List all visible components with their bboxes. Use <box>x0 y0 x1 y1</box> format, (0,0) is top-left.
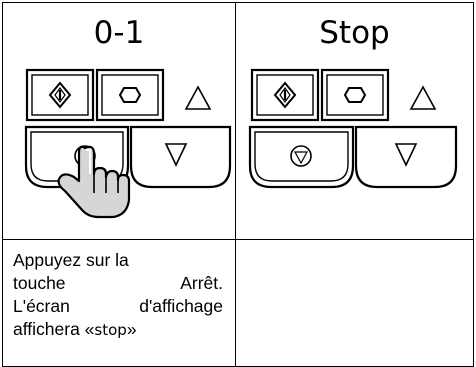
description-line: L'écran d'affichage <box>13 296 223 316</box>
description-line-suffix: » <box>126 319 137 339</box>
oval-key-button[interactable] <box>95 68 165 122</box>
keypad-diagram <box>24 68 232 219</box>
hexagon-icon <box>343 87 367 103</box>
up-arrow-icon <box>184 85 212 110</box>
empty-cell <box>235 239 474 367</box>
description-cell: Appuyez sur la touche Arrêt. L'écran d'a… <box>2 239 236 367</box>
down-key-button[interactable] <box>354 125 458 189</box>
panel-title: Stop <box>319 15 390 51</box>
hand-pointer-icon <box>57 145 131 219</box>
up-arrow-icon <box>409 85 437 110</box>
stop-word: stop <box>94 321 127 339</box>
start-diamond-icon <box>48 81 72 109</box>
start-key-button[interactable] <box>250 68 320 122</box>
keypad-diagram <box>248 68 458 189</box>
panel-0-1: 0-1 <box>2 2 236 240</box>
stop-key-button[interactable] <box>248 125 355 189</box>
description-line-prefix: affichera « <box>13 319 95 339</box>
down-key-button[interactable] <box>129 125 232 189</box>
panel-title: 0-1 <box>93 15 145 51</box>
down-arrow-icon <box>394 143 418 167</box>
hexagon-icon <box>118 87 142 103</box>
start-diamond-icon <box>273 81 297 109</box>
description-line: Appuyez sur la <box>13 250 129 270</box>
start-key-button[interactable] <box>25 68 95 122</box>
down-arrow-icon <box>164 143 188 167</box>
stop-circle-icon <box>290 145 312 167</box>
description-line: touche Arrêt. <box>13 273 223 293</box>
description-line: affichera «stop» <box>13 318 223 342</box>
panel-stop: Stop <box>235 2 474 240</box>
description-text: Appuyez sur la touche Arrêt. L'écran d'a… <box>13 249 223 342</box>
oval-key-button[interactable] <box>320 68 390 122</box>
